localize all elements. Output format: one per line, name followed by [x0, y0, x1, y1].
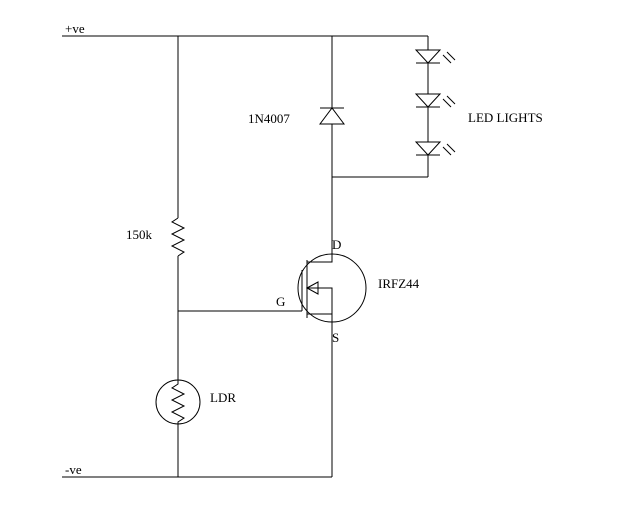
mosfet-label: IRFZ44: [378, 276, 420, 291]
led-label: LED LIGHTS: [468, 110, 543, 125]
led-3: [414, 141, 456, 156]
led-2: [414, 93, 456, 108]
gate-label: G: [276, 294, 285, 309]
diode-symbol: [319, 107, 345, 125]
source-connection: [307, 287, 333, 315]
channel-arrow: [305, 281, 319, 295]
ldr-zigzag: [170, 380, 186, 424]
diode-label: 1N4007: [248, 111, 290, 126]
resistor-label: 150k: [126, 227, 153, 242]
resistor-symbol: [170, 217, 186, 257]
led-1: [414, 49, 456, 64]
drain-connection: [307, 260, 333, 263]
drain-label: D: [332, 237, 341, 252]
ldr-label: LDR: [210, 390, 236, 405]
source-label: S: [332, 330, 339, 345]
positive-rail-label: +ve: [65, 21, 85, 36]
ldr-symbol: [155, 379, 201, 425]
negative-rail-label: -ve: [65, 462, 82, 477]
